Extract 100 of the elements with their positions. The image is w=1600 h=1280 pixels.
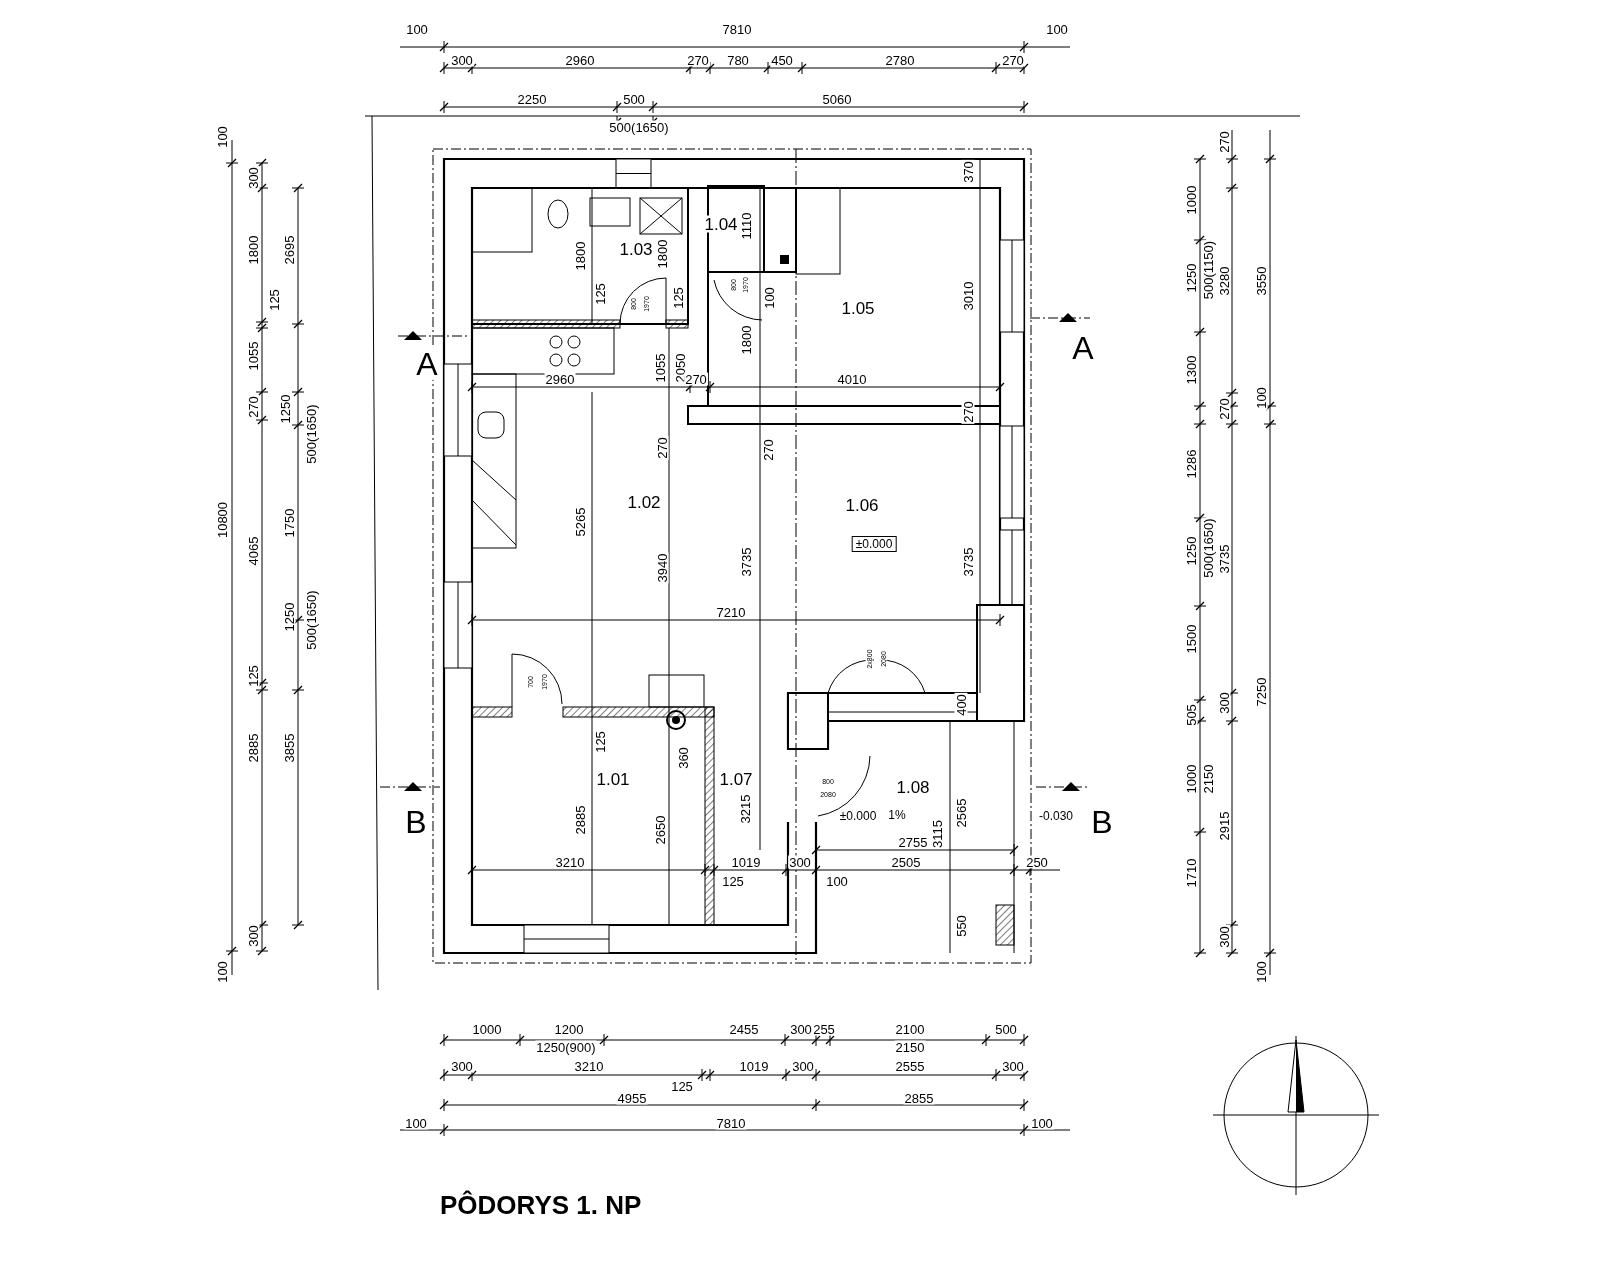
dimension-value: 7210 (715, 605, 747, 619)
dimension-value: 2050 (673, 352, 687, 384)
dimension-value: 2755 (897, 835, 929, 849)
dimension-value: 1300 (1184, 354, 1198, 386)
dimension-value: 1800 (655, 238, 669, 270)
dimension-value: 270 (655, 436, 669, 460)
dimension-value: 300 (246, 166, 260, 190)
dimension-value: 2780 (884, 53, 916, 67)
level-mark: ±0.000 (851, 536, 897, 552)
dimension-value: 3940 (655, 552, 669, 584)
dimension-value: 1710 (1184, 857, 1198, 889)
dimension-value: 4065 (246, 535, 260, 567)
dimension-value: 2505 (890, 855, 922, 869)
room-number: 1.07 (718, 770, 754, 788)
dimension-value: 370 (961, 160, 975, 184)
drawing-title: PÔDORYS 1. NP (440, 1190, 642, 1221)
dimension-value: 300 (1217, 691, 1231, 715)
dimension-value: 125 (671, 286, 685, 310)
level-mark: 1% (887, 809, 907, 821)
dimension-value: 2885 (246, 732, 260, 764)
dimension-value: 100 (1254, 960, 1268, 984)
dimension-value: 2960 (564, 53, 596, 67)
room-number: 1.08 (895, 778, 931, 796)
room-number: 1.04 (703, 215, 739, 233)
dimension-value: 300 (1217, 925, 1231, 949)
dimension-value: 4955 (616, 1091, 648, 1105)
dimension-value: 3210 (573, 1059, 605, 1073)
dimension-value: 1019 (738, 1059, 770, 1073)
dimension-value: 7810 (721, 22, 753, 36)
dimension-value: 1055 (653, 352, 667, 384)
dimension-value: 100 (404, 1116, 428, 1130)
level-mark: -0.030 (1038, 810, 1074, 822)
dimension-value: 255 (812, 1022, 836, 1036)
dimension-value: 2250 (516, 92, 548, 106)
dimension-value: 1000 (471, 1022, 503, 1036)
dimension-value: 270 (246, 395, 260, 419)
dimension-value: 1019 (730, 855, 762, 869)
dimension-value: 1800 (246, 234, 260, 266)
dimension-value: 1000 (1184, 763, 1198, 795)
dimension-value: 100 (405, 22, 429, 36)
dimension-value: 125 (246, 664, 260, 688)
room-number: 1.06 (844, 496, 880, 514)
dimension-value: 2455 (728, 1022, 760, 1036)
dimension-value: 2695 (282, 234, 296, 266)
room-number: 1.03 (618, 240, 654, 258)
dimension-value: 100 (1030, 1116, 1054, 1130)
dimension-value: 100 (1045, 22, 1069, 36)
dimension-value: 1500 (1184, 623, 1198, 655)
dimension-value: 3280 (1217, 265, 1231, 297)
dimension-value: 3215 (738, 793, 752, 825)
dimension-value: 360 (676, 746, 690, 770)
dimension-value: 270 (761, 438, 775, 462)
dimension-value: 125 (267, 288, 281, 312)
dimension-value: 3210 (554, 855, 586, 869)
dimension-value: 4010 (836, 372, 868, 386)
room-number: 1.02 (626, 493, 662, 511)
dimension-value: 125 (593, 282, 607, 306)
dimension-value: 2885 (573, 804, 587, 836)
dimension-value: 1250 (1184, 535, 1198, 567)
dimension-value: 500(1650) (1201, 517, 1215, 579)
dimension-value: 2960 (544, 372, 576, 386)
dimension-value: 2915 (1217, 810, 1231, 842)
dimension-value: 100 (215, 125, 229, 149)
dimension-value: 3735 (739, 546, 753, 578)
dimension-value: 1110 (739, 211, 753, 241)
dimension-value: 500(1650) (304, 403, 318, 465)
dimension-value: 1800 (573, 240, 587, 272)
dimension-value: 1200 (553, 1022, 585, 1036)
dimension-value: 125 (670, 1079, 694, 1093)
dimension-value: 100 (215, 960, 229, 984)
dimension-value: 7810 (715, 1116, 747, 1130)
dimension-value: 270 (684, 372, 708, 386)
dimension-value: 270 (1217, 130, 1231, 154)
room-number: 1.05 (840, 299, 876, 317)
dimension-value: 300 (1001, 1059, 1025, 1073)
dimension-value: 1250 (1184, 262, 1198, 294)
dimension-value: 500 (994, 1022, 1018, 1036)
dimension-value: 1250 (278, 393, 292, 425)
dimension-value: 3855 (282, 732, 296, 764)
dimension-value: 2150 (1201, 763, 1215, 795)
dimension-value: 250 (1025, 855, 1049, 869)
dimension-value: 125 (721, 874, 745, 888)
dimension-value: 100 (1254, 386, 1268, 410)
dimension-value: 300 (789, 1022, 813, 1036)
dimension-value: 5265 (573, 506, 587, 538)
dimension-value: 500(1650) (304, 589, 318, 651)
dimension-value: 3735 (1217, 543, 1231, 575)
dimension-value: 300 (791, 1059, 815, 1073)
dimension-value: 300 (450, 1059, 474, 1073)
dimension-value: 780 (726, 53, 750, 67)
dimension-value: 1250 (282, 601, 296, 633)
dimension-value: 5060 (821, 92, 853, 106)
dimension-value: 450 (770, 53, 794, 67)
dimension-value: 300 (450, 53, 474, 67)
dimension-value: 1250(900) (535, 1040, 597, 1054)
dimension-value: 400 (954, 693, 968, 717)
dimension-value: 3550 (1254, 265, 1268, 297)
dimension-value: 300 (788, 855, 812, 869)
dimension-value: 1750 (282, 507, 296, 539)
dimension-value: 1055 (246, 340, 260, 372)
